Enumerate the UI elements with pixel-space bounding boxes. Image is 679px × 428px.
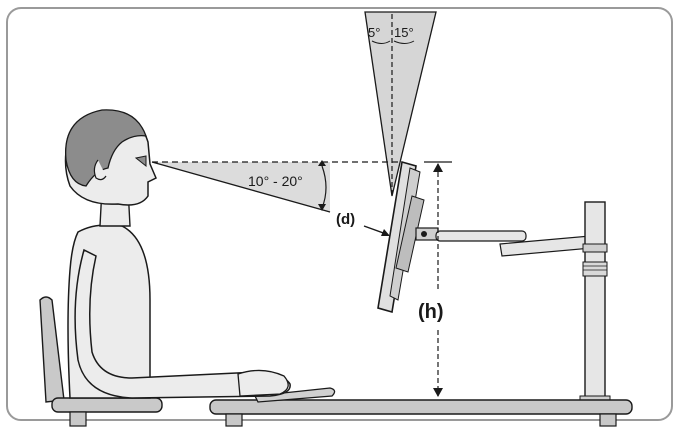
tilt-back-arc (371, 40, 391, 44)
tilt-forward-arc (393, 40, 415, 44)
gaze-arc-arrow-bottom (318, 204, 326, 211)
distance-arrowhead (381, 229, 390, 236)
gaze-arc-arrow-top (318, 160, 326, 166)
desk (209, 399, 633, 427)
monitor (377, 160, 425, 314)
gaze-line (151, 161, 331, 213)
tilt-forward-label: 15° (394, 25, 414, 40)
tilt-back-label: 5° (368, 25, 380, 40)
panel-border (6, 7, 673, 421)
distance-arrow (363, 225, 387, 235)
monitor-pole (579, 201, 611, 403)
chair (39, 296, 163, 427)
height-arrow-bottom (433, 388, 443, 397)
height-arrow-top (433, 163, 443, 172)
keyboard (253, 387, 336, 403)
gaze-angle-label: 10° - 20° (248, 173, 303, 189)
monitor-arm (415, 227, 593, 257)
distance-label: (d) (336, 211, 355, 228)
height-label: (h) (418, 301, 444, 323)
person-figure (64, 109, 291, 399)
tilt-cone (364, 11, 437, 197)
